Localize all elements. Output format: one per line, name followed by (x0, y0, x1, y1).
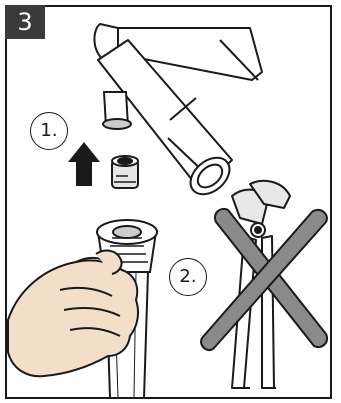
up-arrow-icon (68, 142, 100, 186)
callout-step-2: 2. (169, 258, 207, 296)
hand (8, 251, 138, 377)
step-number-badge: 3 (5, 5, 45, 39)
aerator-nut (112, 156, 138, 188)
faucet-outlet (103, 92, 131, 129)
callout-step-1: 1. (30, 112, 68, 150)
